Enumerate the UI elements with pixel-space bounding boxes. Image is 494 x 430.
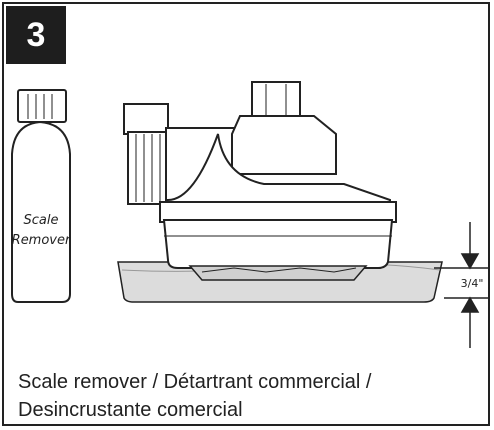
arrow-up-icon xyxy=(460,296,480,313)
step-panel: 3 Scale Remover xyxy=(2,2,490,426)
shower-arm-connector xyxy=(123,103,169,135)
dimension-indicator: 3/4" xyxy=(434,222,488,348)
dimension-label: 3/4" xyxy=(461,277,484,290)
bottle-label-line1: Scale xyxy=(24,213,59,228)
illustration: Scale Remover xyxy=(11,81,488,348)
step-number-badge: 3 xyxy=(6,6,66,64)
arrow-down-icon xyxy=(460,253,480,270)
caption-line1: Scale remover / Détartrant commercial / xyxy=(18,371,372,393)
caption-line2: Desincrustante comercial xyxy=(18,399,243,421)
step-number: 3 xyxy=(26,15,46,54)
bottle-body xyxy=(11,120,71,303)
bottle-cap xyxy=(17,89,67,123)
bottle-label-line2: Remover xyxy=(12,233,72,248)
scale-remover-bottle: Scale Remover xyxy=(11,89,72,303)
caption: Scale remover / Détartrant commercial / … xyxy=(18,368,371,424)
top-nut xyxy=(251,81,301,119)
nozzle-plate xyxy=(188,265,368,281)
shower-head xyxy=(123,81,397,281)
